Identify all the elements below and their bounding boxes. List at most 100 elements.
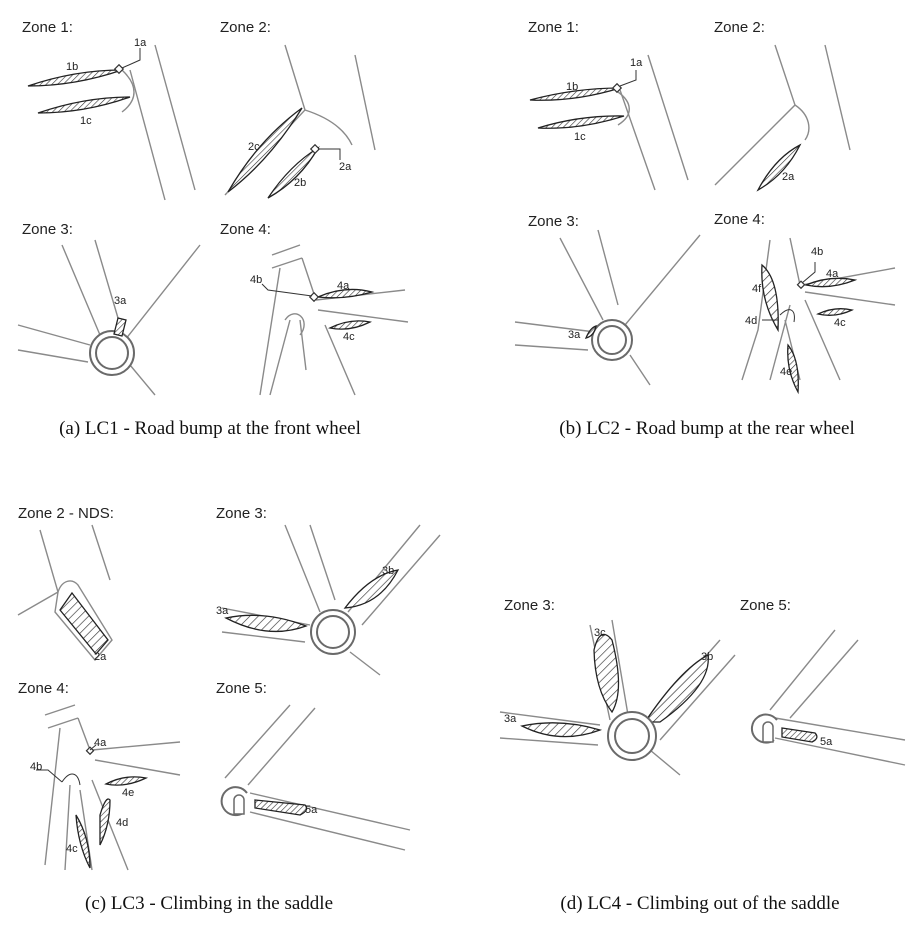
- zone-title: Zone 5:: [216, 680, 267, 697]
- zone-title: Zone 2 - NDS:: [18, 505, 114, 522]
- frame-tube: [284, 313, 305, 336]
- stress-region-4c: [75, 814, 91, 869]
- stress-region-4a: [315, 288, 375, 299]
- label-1b: 1b: [566, 81, 578, 93]
- label-4d: 4d: [745, 315, 757, 327]
- leader-line: [801, 262, 816, 284]
- label-3b: 3b: [382, 565, 394, 577]
- leader-line: [318, 148, 341, 160]
- bottom-bracket-inner: [316, 615, 350, 649]
- label-4f: 4f: [752, 283, 762, 295]
- label-2a: 2a: [94, 651, 107, 663]
- panel-b-zone-4: Zone 4: 4b 4a 4c 4d 4e 4f: [714, 211, 896, 395]
- panel-b-zone-1: Zone 1: 1a 1b 1c: [528, 19, 689, 191]
- label-1c: 1c: [574, 131, 586, 143]
- panel-d-zone-3: Zone 3: 3a 3b 3c: [499, 597, 736, 776]
- frame-tube: [617, 91, 630, 126]
- label-5a: 5a: [820, 736, 833, 748]
- label-4b: 4b: [30, 761, 42, 773]
- frame-tube: [129, 44, 196, 201]
- stress-region-4a: [803, 277, 858, 288]
- label-3a: 3a: [504, 713, 517, 725]
- label-1a: 1a: [134, 37, 147, 49]
- stress-region-3a: [224, 614, 308, 633]
- label-4c: 4c: [343, 331, 355, 343]
- panel-d: Zone 3: 3a 3b 3c Zone 5: 5a: [499, 597, 906, 776]
- leader-line: [619, 70, 637, 87]
- caption-a: (a) LC1 - Road bump at the front wheel: [59, 418, 361, 439]
- weld-arc: [61, 773, 81, 786]
- label-3c: 3c: [594, 627, 606, 639]
- stress-region-5a: [254, 799, 308, 816]
- label-4c: 4c: [66, 843, 78, 855]
- frame-tube: [17, 524, 113, 662]
- panel-a-zone-2: Zone 2: 2a 2b 2c: [220, 19, 376, 199]
- frame-tube: [769, 629, 906, 766]
- caption-b: (b) LC2 - Road bump at the rear wheel: [559, 418, 855, 439]
- stress-region-3b: [643, 653, 709, 723]
- label-4a: 4a: [94, 737, 107, 749]
- zone-title: Zone 3:: [528, 213, 579, 230]
- weld-marker: [309, 143, 321, 155]
- leader-line: [261, 283, 313, 297]
- dropout-slot: [762, 721, 774, 743]
- label-4c: 4c: [834, 317, 846, 329]
- label-4e: 4e: [780, 366, 792, 378]
- label-4d: 4d: [116, 817, 128, 829]
- zone-title: Zone 1:: [22, 19, 73, 36]
- panel-a: Zone 1: 1a 1b 1c Zone 2: 2a 2b 2c Zone 3…: [17, 19, 409, 396]
- stress-region-2a: [59, 591, 109, 656]
- leader-line: [36, 769, 63, 783]
- panel-c-zone-3: Zone 3: 3a 3b: [216, 505, 441, 676]
- stress-region-3a: [584, 325, 597, 339]
- caption-c: (c) LC3 - Climbing in the saddle: [84, 893, 334, 914]
- label-3a: 3a: [216, 605, 229, 617]
- weld-marker: [113, 63, 125, 75]
- label-1a: 1a: [630, 57, 643, 69]
- label-4a: 4a: [337, 280, 350, 292]
- label-2a: 2a: [339, 161, 352, 173]
- zone-title: Zone 3:: [22, 221, 73, 238]
- zone-title: Zone 4:: [18, 680, 69, 697]
- zone-title: Zone 4:: [714, 211, 765, 228]
- label-5a: 5a: [305, 804, 318, 816]
- zone-title: Zone 2:: [220, 19, 271, 36]
- stress-region-2a: [756, 143, 802, 192]
- stress-region-4d: [99, 798, 111, 846]
- zone-title: Zone 3:: [216, 505, 267, 522]
- frame-tube: [121, 69, 135, 113]
- label-1c: 1c: [80, 115, 92, 127]
- panel-c-zone-2-nds: Zone 2 - NDS: 2a: [17, 505, 114, 663]
- stress-region-3b: [343, 569, 400, 609]
- stress-region-4c: [816, 308, 854, 316]
- panel-a-zone-4: Zone 4: 4a 4b 4c: [220, 221, 409, 396]
- leader-line: [121, 48, 141, 69]
- bottom-bracket-inner: [95, 336, 129, 370]
- stress-region-4e: [104, 776, 149, 786]
- weld-arc: [779, 309, 795, 323]
- panel-a-zone-1: Zone 1: 1a 1b 1c: [22, 19, 196, 201]
- frame-tube: [619, 54, 689, 191]
- label-2c: 2c: [248, 141, 260, 153]
- label-2b: 2b: [294, 177, 306, 189]
- stress-region-2b: [267, 146, 320, 199]
- frame-tube: [224, 704, 411, 851]
- label-3a: 3a: [568, 329, 581, 341]
- frame-tube: [514, 229, 701, 386]
- stress-region-3a: [520, 722, 603, 738]
- panel-b: Zone 1: 1a 1b 1c Zone 2: 2a Zone 3: 3a: [514, 19, 896, 395]
- label-4b: 4b: [811, 246, 823, 258]
- frame-tube: [17, 239, 201, 396]
- dropout-slot: [233, 794, 245, 815]
- bottom-bracket-inner: [597, 325, 627, 355]
- stress-region-5a: [781, 727, 818, 743]
- zone-title: Zone 2:: [714, 19, 765, 36]
- caption-d: (d) LC4 - Climbing out of the saddle: [560, 893, 840, 914]
- panel-c-zone-4: Zone 4: 4a 4b 4c 4d 4e: [18, 680, 181, 871]
- frame-tube: [44, 704, 181, 871]
- stress-region-1c: [537, 115, 625, 129]
- panel-a-zone-3: Zone 3: 3a: [17, 221, 201, 396]
- panel-d-zone-5: Zone 5: 5a: [740, 597, 906, 766]
